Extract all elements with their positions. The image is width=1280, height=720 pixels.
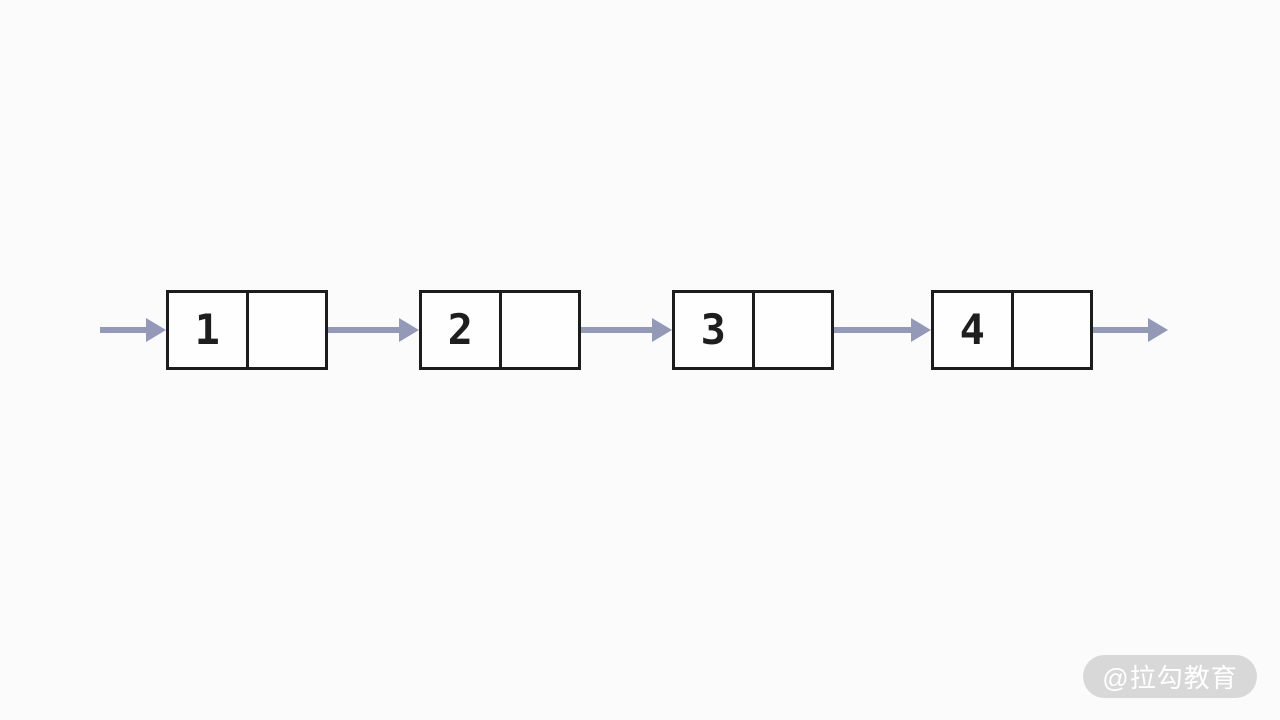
node-pointer-cell [502,293,579,367]
node-value: 3 [675,293,755,367]
node-pointer-cell [1014,293,1091,367]
list-node: 1 [166,290,328,370]
node-pointer-cell [755,293,832,367]
node-pointer-cell [249,293,326,367]
watermark-badge: @拉勾教育 [1083,655,1257,698]
watermark-text: @拉勾教育 [1102,663,1238,693]
list-node: 3 [672,290,834,370]
next-arrow-icon [328,318,419,342]
next-arrow-icon [834,318,931,342]
node-value: 4 [934,293,1014,367]
node-value: 2 [422,293,502,367]
next-arrow-icon [581,318,672,342]
incoming-arrow-icon [100,318,166,342]
linked-list-diagram: 1 2 3 4 [100,290,1168,370]
outgoing-arrow-icon [1093,318,1168,342]
list-node: 2 [419,290,581,370]
list-node: 4 [931,290,1093,370]
node-value: 1 [169,293,249,367]
